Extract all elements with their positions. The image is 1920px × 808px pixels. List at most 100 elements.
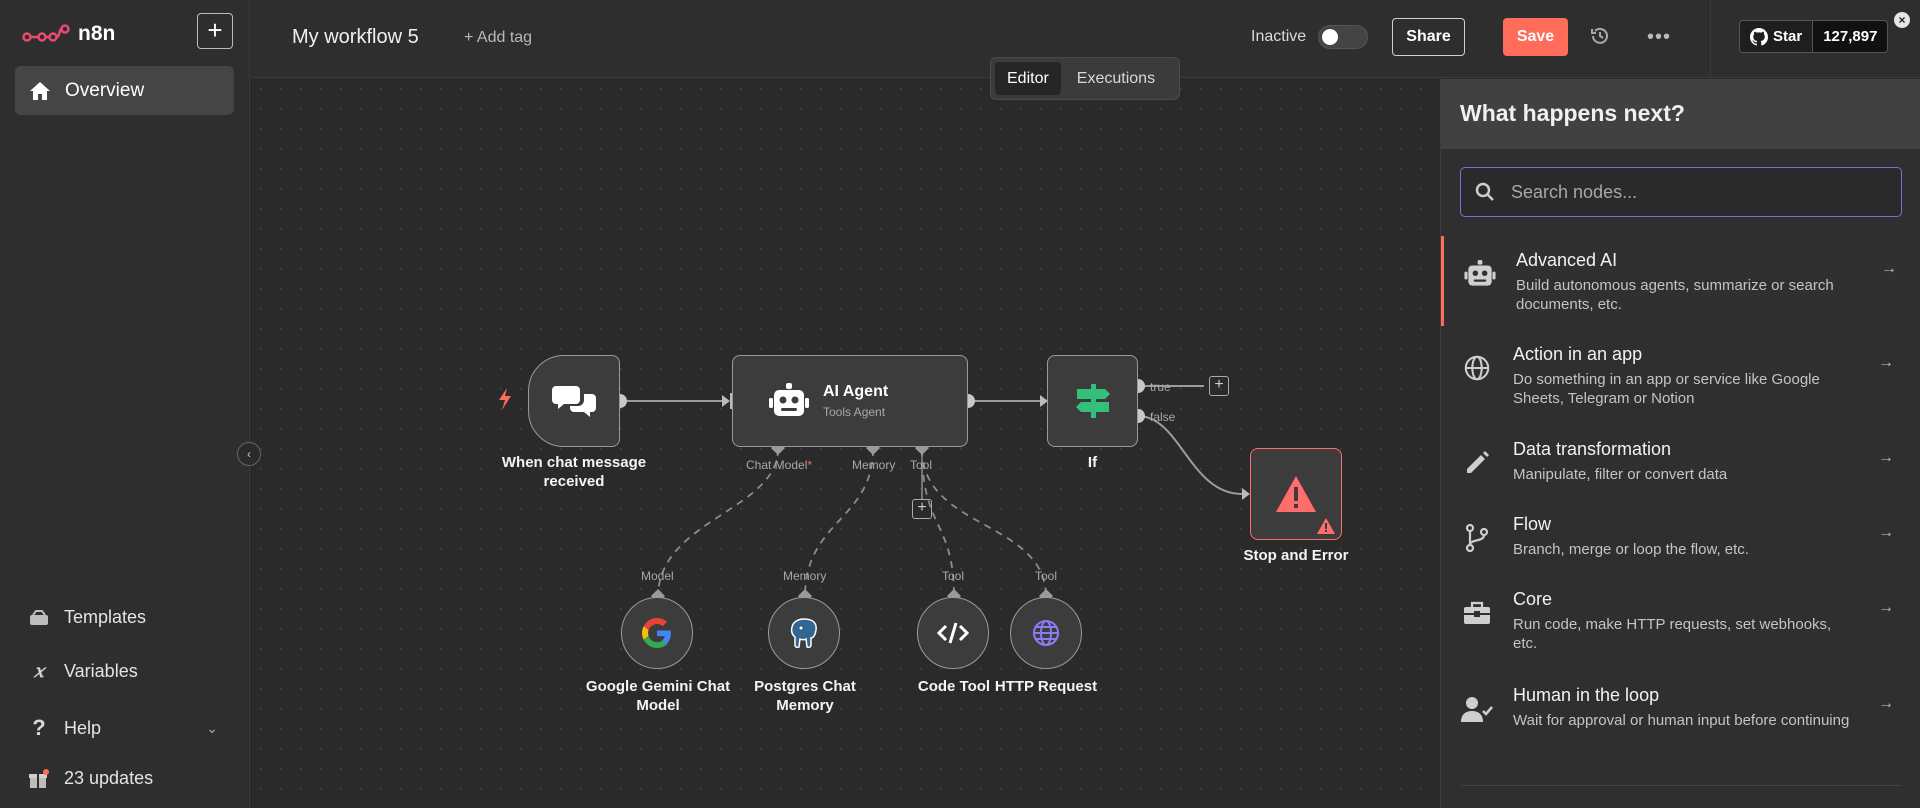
help-icon: ? [32, 715, 46, 740]
chevron-down-icon: ⌄ [206, 719, 218, 736]
signpost-icon [1075, 384, 1110, 418]
globe-icon [1033, 620, 1059, 646]
chat-icon [552, 386, 596, 417]
github-star-count[interactable]: 127,897 [1813, 21, 1888, 52]
port-label-model: Model [641, 569, 674, 583]
category-description: Do something in an app or service like G… [1513, 371, 1820, 407]
sidebar-item-updates[interactable]: 23 updates [28, 768, 218, 789]
category-title: Data transformation [1513, 439, 1672, 459]
category-description: Branch, merge or loop the flow, etc. [1513, 541, 1749, 558]
ai-agent-text: AI Agent Tools Agent [823, 383, 888, 419]
n8n-logo[interactable]: n8n [22, 22, 115, 46]
ai-agent-node[interactable]: AI Agent Tools Agent [732, 355, 968, 447]
sidebar-item-label: Help [64, 717, 102, 738]
save-button[interactable]: Save [1503, 18, 1568, 56]
n8n-logo-icon [22, 24, 70, 42]
add-node-after-true-button[interactable]: + [1209, 376, 1229, 396]
github-star-label: Star [1773, 28, 1803, 45]
if-node-label: If [1087, 454, 1098, 471]
github-icon [1750, 27, 1768, 46]
collapse-sidebar-button[interactable]: ‹ [237, 442, 261, 466]
category-title: Advanced AI [1516, 250, 1618, 270]
status-label: Inactive [1251, 28, 1307, 45]
history-icon[interactable] [1590, 26, 1610, 51]
postgres-node[interactable] [768, 597, 840, 669]
gift-icon [28, 768, 50, 789]
google-icon [642, 618, 671, 648]
globe-icon [1461, 352, 1493, 384]
false-output-label: false [1150, 410, 1176, 424]
warning-icon [1276, 476, 1316, 512]
add-button[interactable]: + [197, 13, 233, 49]
close-icon[interactable]: × [1894, 12, 1910, 28]
category-human-in-the-loop[interactable]: Human in the loop Wait for approval or h… [1441, 671, 1920, 761]
sidebar-item-label: Overview [65, 79, 145, 101]
category-title: Human in the loop [1513, 685, 1660, 705]
ai-agent-subtitle: Tools Agent [823, 405, 886, 419]
stop-and-error-node[interactable] [1250, 448, 1342, 540]
chat-trigger-node[interactable] [528, 355, 620, 447]
tab-editor[interactable]: Editor [995, 62, 1061, 95]
gemini-label: Google Gemini Chat Model [585, 678, 731, 714]
port-label-memory-sub: Memory [783, 569, 827, 583]
arrow-right-icon: → [1878, 524, 1894, 541]
share-button[interactable]: Share [1392, 18, 1465, 56]
category-flow[interactable]: Flow Branch, merge or loop the flow, etc… [1441, 500, 1920, 590]
active-toggle[interactable] [1318, 25, 1368, 49]
arrow-right-icon: → [1878, 695, 1894, 712]
github-star-button[interactable]: Star [1740, 21, 1814, 52]
github-star-widget[interactable]: Star 127,897 [1739, 20, 1889, 53]
postgres-label: Postgres Chat Memory [754, 678, 856, 714]
sidebar-item-templates[interactable]: Templates [28, 607, 218, 628]
toggle-knob [1322, 29, 1338, 45]
panel-header: What happens next? [1441, 79, 1920, 149]
sidebar-item-help[interactable]: ? Help ⌄ [28, 715, 218, 741]
robot-icon [1464, 258, 1496, 290]
required-marker: * [807, 458, 813, 472]
chat-trigger-label: When chat message received [501, 454, 647, 490]
panel-title: What happens next? [1460, 100, 1685, 126]
sidebar-item-label: 23 updates [64, 768, 154, 788]
arrow-right-icon: → [1878, 354, 1894, 371]
category-title: Action in an app [1513, 344, 1643, 364]
if-node[interactable] [1047, 355, 1138, 447]
trigger-bolt-icon [497, 388, 513, 415]
true-output-label: true [1150, 380, 1171, 394]
add-tag-button[interactable]: + Add tag [464, 29, 533, 46]
search-input[interactable] [1511, 181, 1891, 203]
stop-and-error-label: Stop and Error [1243, 547, 1349, 564]
user-check-icon [1461, 693, 1493, 725]
category-advanced-ai[interactable]: Advanced AI Build autonomous agents, sum… [1441, 236, 1920, 326]
http-request-node[interactable] [1010, 597, 1082, 669]
postgres-icon [790, 618, 817, 649]
http-request-label: HTTP Request [994, 678, 1098, 695]
code-tool-node[interactable] [917, 597, 989, 669]
divider [1710, 0, 1711, 78]
category-description: Manipulate, filter or convert data [1513, 466, 1728, 483]
category-title: Core [1513, 589, 1553, 609]
port-label-memory: Memory [852, 458, 896, 472]
search-icon [1475, 182, 1494, 201]
templates-icon [28, 609, 50, 626]
view-tabs: Editor Executions [990, 57, 1180, 100]
sidebar-item-variables[interactable]: 𝑥 Variables [28, 661, 218, 682]
category-title: Flow [1513, 514, 1552, 534]
sidebar-item-overview[interactable]: Overview [15, 66, 234, 115]
port-label-tool: Tool [910, 458, 933, 472]
add-tool-button[interactable]: + [912, 499, 932, 519]
tab-executions[interactable]: Executions [1076, 70, 1156, 87]
robot-icon [769, 383, 809, 416]
category-data-transformation[interactable]: Data transformation Manipulate, filter o… [1441, 425, 1920, 515]
workflow-title[interactable]: My workflow 5 [292, 26, 419, 48]
category-core[interactable]: Core Run code, make HTTP requests, set w… [1441, 575, 1920, 665]
category-description: Build autonomous agents, summarize or se… [1516, 277, 1834, 313]
error-badge-icon [1317, 518, 1335, 534]
category-action-in-app[interactable]: Action in an app Do something in an app … [1441, 330, 1920, 420]
category-description: Wait for approval or human input before … [1513, 712, 1850, 729]
arrow-right-icon: → [1881, 260, 1897, 277]
search-box[interactable] [1460, 167, 1902, 217]
gemini-node[interactable] [621, 597, 693, 669]
port-label-tool-code: Tool [942, 569, 965, 583]
code-tool-label: Code Tool [917, 678, 991, 695]
more-options-icon[interactable]: ••• [1647, 26, 1672, 48]
